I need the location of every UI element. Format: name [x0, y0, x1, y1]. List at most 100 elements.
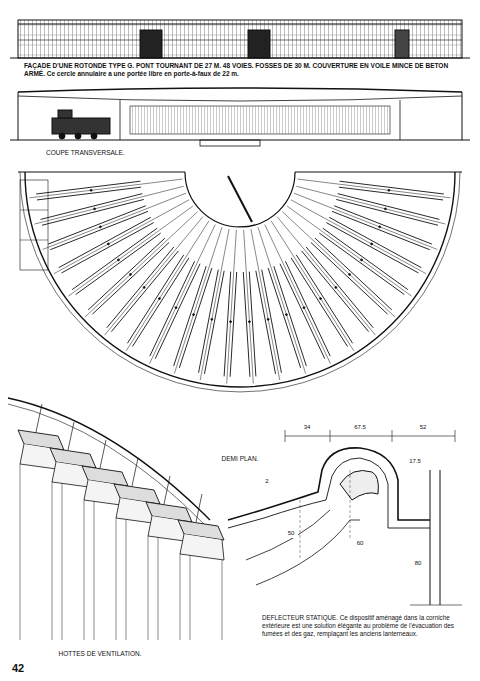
- column-dot: [230, 321, 232, 323]
- pit-line: [243, 272, 250, 377]
- duct: [132, 458, 138, 486]
- column-dot: [349, 274, 351, 276]
- pit-line: [256, 271, 276, 374]
- column-dot: [371, 243, 373, 245]
- column: [94, 488, 95, 640]
- dimension: 50: [284, 530, 298, 538]
- column: [20, 464, 21, 640]
- cross-section: [10, 88, 470, 146]
- column: [126, 506, 127, 640]
- pit-line: [274, 266, 307, 366]
- pit-line: [340, 181, 444, 194]
- page-number: 42: [12, 662, 42, 676]
- column-dot: [94, 208, 96, 210]
- pit-line: [111, 251, 178, 332]
- pit-line: [62, 223, 154, 273]
- track-line: [150, 224, 216, 363]
- column-dot: [175, 307, 177, 309]
- column-dot: [118, 259, 120, 261]
- column-dot: [361, 259, 363, 261]
- track-line: [34, 186, 183, 224]
- column-dot: [320, 298, 322, 300]
- pit-line: [262, 270, 282, 373]
- facade-elevation: [10, 20, 470, 58]
- track-line: [251, 229, 280, 380]
- column: [116, 518, 117, 640]
- track-line: [43, 193, 186, 249]
- column-dot: [335, 287, 337, 289]
- pit-line: [42, 199, 144, 225]
- pit-line: [224, 272, 231, 377]
- column-dot: [90, 189, 92, 191]
- duct: [68, 422, 74, 450]
- column-dot: [286, 314, 288, 316]
- track-line: [296, 186, 445, 224]
- section-title: COUPE TRANSVERSALE.: [46, 149, 166, 157]
- deflector-caption: DEFLECTEUR STATIQUE. Ce dispositif aména…: [262, 614, 470, 638]
- column: [222, 560, 223, 640]
- column-dot: [99, 226, 101, 228]
- hood-skirt: [180, 534, 224, 560]
- track-line: [298, 179, 451, 198]
- dimension: 52: [414, 424, 432, 432]
- column-dot: [385, 208, 387, 210]
- pit-line: [306, 247, 373, 328]
- column-dot: [388, 189, 390, 191]
- column-dot: [249, 321, 251, 323]
- hoods-title: HOTTES DE VENTILATION.: [30, 650, 170, 658]
- column-dot: [303, 307, 305, 309]
- dimension: 34: [298, 424, 316, 432]
- column: [52, 482, 53, 640]
- track-line: [258, 227, 306, 373]
- pit-line: [323, 228, 408, 290]
- ventilation-hoods: [8, 398, 224, 640]
- pit-line: [92, 243, 169, 315]
- track-line: [174, 227, 222, 373]
- pit-line: [280, 264, 325, 359]
- facade-caption: FAÇADE D'UNE ROTONDE TYPE G. PONT TOURNA…: [24, 62, 460, 78]
- track-line: [277, 217, 375, 335]
- pit-line: [319, 233, 404, 295]
- column: [180, 554, 181, 640]
- track-line: [265, 224, 331, 363]
- pit-line: [155, 264, 200, 359]
- pit-line: [174, 266, 207, 366]
- dimension: 67.5: [348, 424, 372, 432]
- column-dot: [130, 274, 132, 276]
- pit-line: [302, 251, 369, 332]
- pit-line: [37, 187, 141, 200]
- dimension: 60: [352, 540, 368, 548]
- pit-line: [36, 181, 140, 194]
- pit-line: [199, 270, 219, 373]
- pit-line: [127, 255, 183, 344]
- track-line: [68, 206, 193, 296]
- duct: [100, 440, 106, 468]
- track-line: [271, 221, 354, 351]
- pit-line: [315, 238, 392, 310]
- column-dot: [159, 298, 161, 300]
- column-dot: [211, 318, 213, 320]
- column: [190, 542, 191, 640]
- duct: [36, 404, 42, 432]
- pit-line: [334, 206, 432, 244]
- pit-line: [249, 272, 256, 377]
- dimension: 17.5: [404, 458, 426, 466]
- dimension: 80: [410, 560, 426, 568]
- pit-line: [132, 258, 188, 347]
- pit-line: [50, 211, 148, 249]
- column-dot: [379, 226, 381, 228]
- duct: [164, 476, 170, 504]
- track-line: [282, 212, 394, 317]
- column-dot: [143, 287, 145, 289]
- track-line: [126, 221, 209, 351]
- track-line: [200, 229, 229, 380]
- plan-title: DEMI PLAN.: [190, 455, 290, 463]
- column: [148, 536, 149, 640]
- pit-line: [338, 194, 440, 220]
- pit-line: [296, 255, 352, 344]
- pit-line: [230, 272, 237, 377]
- column-dot: [267, 318, 269, 320]
- column: [158, 524, 159, 640]
- column-dot: [107, 243, 109, 245]
